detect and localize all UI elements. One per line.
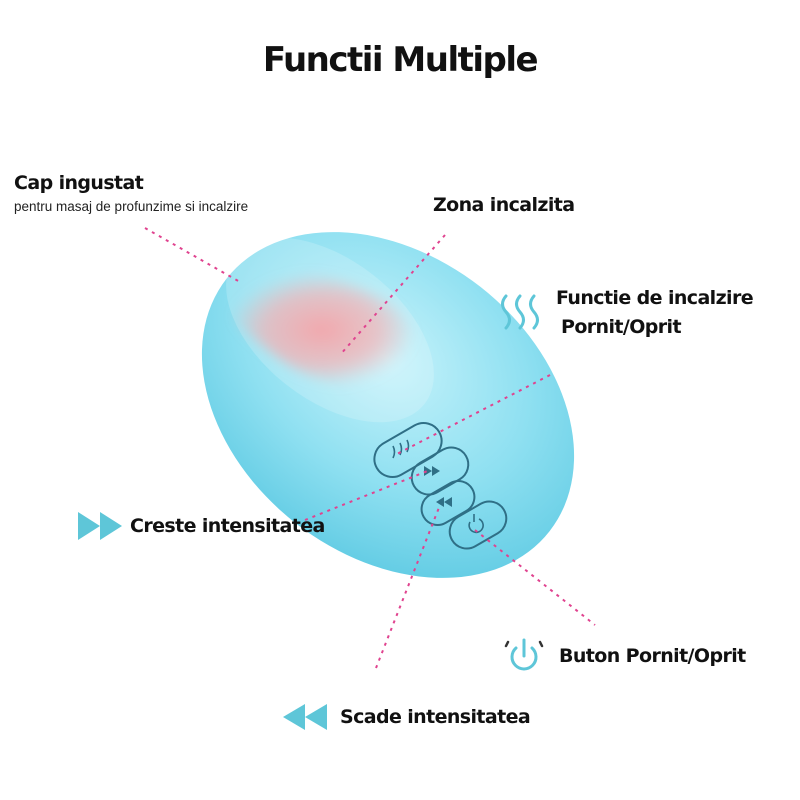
leader-line-increase — [304, 469, 431, 521]
power-button-label: Buton Pornit/Oprit — [559, 645, 746, 667]
heating-function-label-line2: Pornit/Oprit — [561, 316, 682, 338]
leader-line-heating-function — [394, 374, 551, 456]
decrease-intensity-label: Scade intensitatea — [340, 706, 531, 728]
page-title: Functii Multiple — [262, 40, 539, 80]
leader-line-power — [474, 529, 596, 626]
increase-intensity-label: Creste intensitatea — [130, 515, 325, 537]
decrease-button[interactable] — [416, 475, 480, 531]
leader-line-narrow-head — [144, 227, 241, 283]
heating-function-label-line1: Functie de incalzire — [556, 287, 754, 309]
control-panel — [373, 422, 513, 554]
narrow-head-subtitle: pentru masaj de profunzime si incalzire — [14, 199, 249, 214]
heated-zone — [227, 272, 416, 388]
leader-lines — [144, 227, 596, 669]
device-body — [201, 232, 575, 578]
leader-line-heated-zone — [339, 234, 446, 356]
fast-forward-icon — [78, 512, 122, 540]
narrow-head-title: Cap ingustat — [14, 172, 144, 194]
power-button[interactable] — [444, 495, 513, 554]
rewind-icon — [283, 704, 327, 730]
leader-line-decrease — [375, 504, 441, 669]
increase-button[interactable] — [406, 441, 475, 500]
heated-zone-label: Zona incalzita — [433, 194, 575, 216]
power-icon — [504, 638, 544, 671]
heat-waves-icon — [501, 294, 539, 330]
